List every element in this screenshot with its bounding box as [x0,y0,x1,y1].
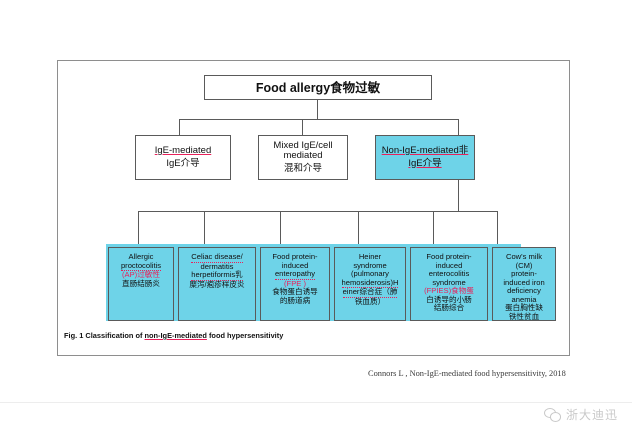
node-cm-line-1: Cow's milk [505,252,543,261]
node-cm-line-3: protein- [511,269,537,278]
node-heiner-line-2: syndrome [353,260,387,270]
figure-caption-prefix: Fig. 1 Classification of [64,331,145,340]
node-heiner-line-3: (pulmonary [351,269,389,278]
node-fpe-line-4: (FPE ) [284,278,306,288]
node-cm-line-6: anemia [511,294,537,304]
node-nonige-label-zh: IgE介导 [408,157,442,169]
node-cow-milk-iron-deficiency-anemia: Cow's milk (CM) protein- induced iron de… [492,247,556,321]
connector-to-nonige [458,119,459,135]
node-celiac-line-2: dermatitis [200,261,234,271]
connector-to-fpe [280,211,281,247]
figure-caption-link: non-IgE-mediated [144,331,207,340]
node-mixed-label-en: Mixed IgE/cell [273,139,333,151]
node-cm-line-4: induced iron [503,277,545,287]
figure-caption: Fig. 1 Classification of non-IgE-mediate… [64,331,283,340]
node-food-protein-induced-enteropathy: Food protein- induced enteropathy (FPE )… [260,247,330,321]
citation-text: Connors L , Non-IgE-mediated food hypers… [368,369,566,378]
figure-caption-suffix: food hypersensitivity [206,331,284,340]
node-mixed-label-zh: 混和介导 [283,162,322,174]
node-cm-line-5: deficiency [507,286,541,295]
node-fpies-line-5: (FPIES)食物蛋 [424,286,474,295]
node-ap-line-4: 直肠结肠炎 [122,278,160,288]
node-heiner-line-5: einer综合症（肺 [342,287,398,298]
node-heiner-line-4: hemosiderosis)H [341,277,399,288]
connector-root-stem [317,100,318,119]
wechat-icon [543,407,561,422]
node-nonige-label-en: Non-IgE-mediated非 [381,144,469,156]
node-celiac-line-3: herpetiformis乳 [191,270,243,281]
node-celiac-line-4: 糜泻/疱疹样皮炎 [189,279,245,289]
node-allergic-proctocolitis: Allergic proctocolitis (AP)过敏性 直肠结肠炎 [108,247,174,321]
connector-level2-bus [179,119,458,120]
connector-to-ige [179,119,180,135]
node-mixed-ige-cell: Mixed IgE/cell mediated 混和介导 [258,135,348,180]
node-cm-line-8: 铁性贫血 [508,311,540,321]
node-fpies-line-3: enterocolitis [428,269,470,278]
wechat-brand-label: 浙大迪迅 [565,408,618,422]
node-fpe-line-5: 食物蛋白诱导 [272,287,318,296]
node-ap-line-2: proctocolitis [120,260,162,271]
node-mixed-label-en2: mediated [283,150,323,162]
node-fpe-line-2: induced [281,260,309,270]
connector-to-mixed [302,119,303,135]
node-ap-line-3: (AP)过敏性 [122,270,160,279]
node-food-allergy: Food allergy食物过敏 [204,75,432,100]
node-ige-label-zh: IgE介导 [166,157,200,169]
node-fpies: Food protein- induced enterocolitis synd… [410,247,488,321]
node-cm-line-7: 蛋白胸性缺 [505,303,543,312]
connector-to-ap [138,211,139,247]
node-fpies-line-7: 结肠综合 [433,303,465,312]
connector-nonige-stem [458,180,459,211]
node-fpies-line-4: syndrome [432,277,466,287]
node-heiner-line-1: Heiner [358,252,382,261]
node-ige-mediated: IgE-mediated IgE介导 [135,135,231,180]
node-celiac-line-1: Celiac disease/ [191,252,243,263]
connector-to-celiac [204,211,205,247]
node-heiner-line-6: 铁血质） [354,296,386,306]
bottom-bar [0,402,632,435]
node-fpies-line-2: induced [435,260,463,270]
node-fpe-line-1: Food protein- [272,252,318,261]
node-celiac-disease: Celiac disease/ dermatitis herpetiformis… [178,247,256,321]
node-fpe-line-3: enteropathy [274,269,316,280]
node-non-ige-mediated: Non-IgE-mediated非 IgE介导 [375,135,475,180]
node-fpies-line-6: 白诱导的小肠 [426,294,472,304]
wechat-brand[interactable]: 浙大迪迅 [543,406,618,423]
node-cm-line-2: (CM) [515,260,533,270]
node-fpies-line-1: Food protein- [426,252,472,261]
figure-frame: Food allergy食物过敏 IgE-mediated IgE介导 Mixe… [57,60,570,356]
node-ap-line-1: Allergic [128,252,154,261]
connector-to-heiner [358,211,359,247]
node-ige-label-en: IgE-mediated [154,144,212,156]
node-heiner-syndrome: Heiner syndrome (pulmonary hemosiderosis… [334,247,406,321]
connector-to-fpies [433,211,434,247]
node-fpe-line-6: 的肠道病 [279,295,311,305]
connector-level3-bus [138,211,497,212]
connector-to-cm [497,211,498,247]
